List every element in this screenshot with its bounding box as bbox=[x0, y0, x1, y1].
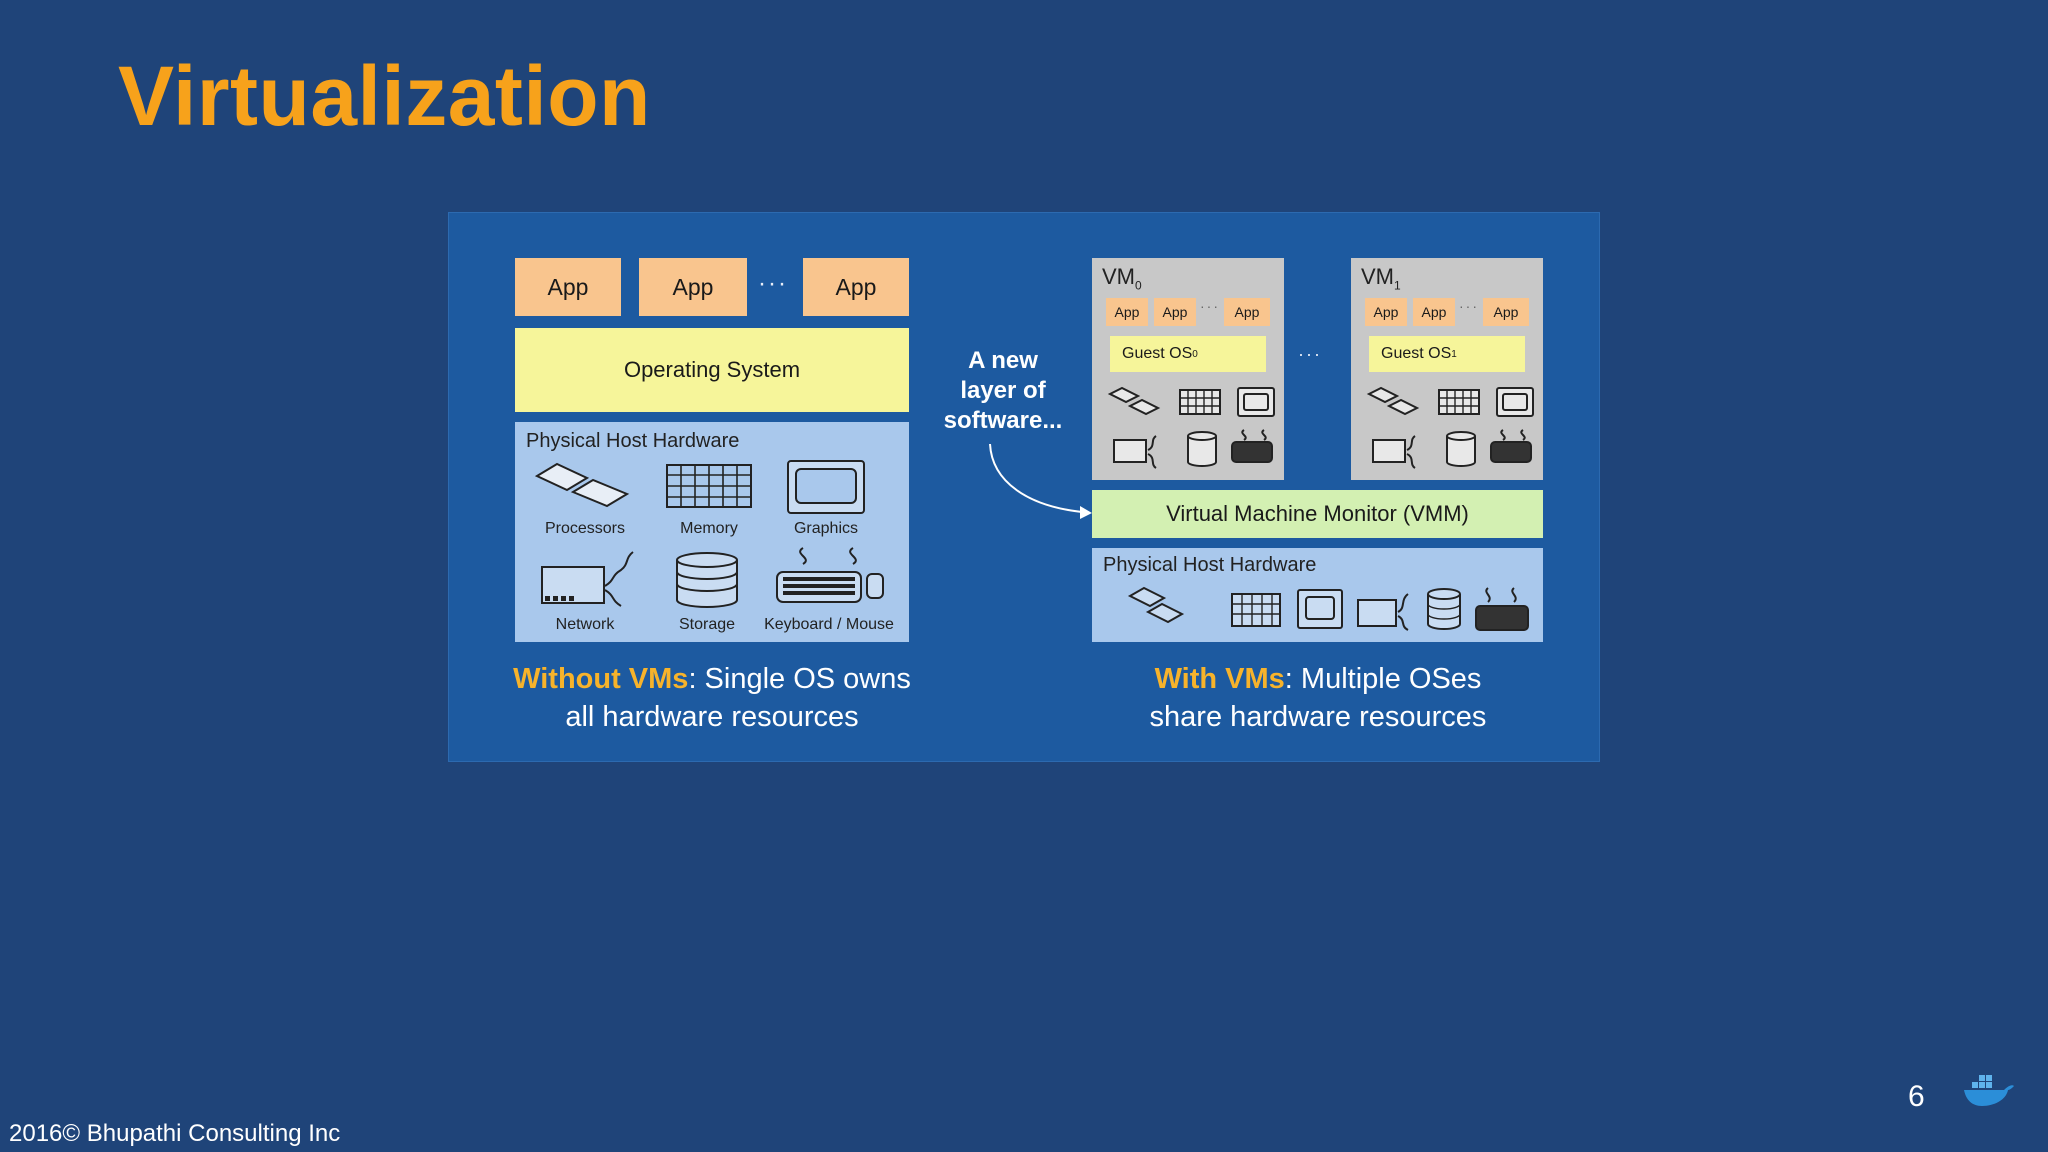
icon-label-keyboard-mouse: Keyboard / Mouse bbox=[764, 616, 894, 633]
graphics-icon bbox=[787, 460, 865, 514]
virtual-hardware-icons bbox=[1107, 386, 1275, 469]
guest-os-subscript: 1 bbox=[1451, 348, 1457, 360]
app-box: App bbox=[1413, 298, 1455, 326]
vmm-box: Virtual Machine Monitor (VMM) bbox=[1092, 490, 1543, 538]
memory-icon bbox=[666, 464, 752, 508]
app-box: App bbox=[1365, 298, 1407, 326]
virtual-hardware-icons bbox=[1366, 386, 1534, 469]
app-box: App bbox=[1154, 298, 1196, 326]
caption-without-vms: Without VMs: Single OS owns all hardware… bbox=[458, 660, 966, 736]
icon-label-network: Network bbox=[555, 616, 615, 633]
hardware-title: Physical Host Hardware bbox=[526, 430, 740, 452]
annotation-line: software... bbox=[943, 407, 1063, 434]
hardware-title: Physical Host Hardware bbox=[1103, 554, 1317, 576]
vm-name: VM bbox=[1102, 264, 1135, 289]
ellipsis: ··· bbox=[1200, 298, 1220, 314]
caption-highlight: With VMs bbox=[1154, 663, 1285, 695]
caption-text: : Multiple OSes bbox=[1284, 663, 1482, 695]
annotation-arrow bbox=[989, 443, 1092, 519]
copyright-text: 2016© Bhupathi Consulting Inc bbox=[9, 1120, 341, 1147]
slide-title: Virtualization bbox=[118, 49, 651, 143]
vm-name: VM bbox=[1361, 264, 1394, 289]
annotation-text: A new layer of software... bbox=[918, 346, 1088, 436]
vm-subscript: 0 bbox=[1135, 278, 1142, 293]
docker-whale-icon bbox=[1964, 1075, 2014, 1106]
icon-label-processors: Processors bbox=[544, 520, 626, 537]
network-icon bbox=[541, 551, 634, 607]
physical-host-hardware-panel: Physical Host Hardware Processors bbox=[515, 422, 909, 642]
vm-title: VM0 bbox=[1102, 264, 1142, 292]
app-box: App bbox=[1106, 298, 1148, 326]
operating-system-box: Operating System bbox=[515, 328, 909, 412]
annotation-line: layer of bbox=[960, 377, 1046, 404]
ellipsis: ··· bbox=[1298, 344, 1322, 364]
app-box: App bbox=[803, 258, 909, 316]
icon-label-memory: Memory bbox=[680, 520, 738, 537]
app-box: App bbox=[515, 258, 621, 316]
app-box: App bbox=[1483, 298, 1529, 326]
ellipsis: ··· bbox=[758, 270, 788, 297]
caption-text: : Single OS owns bbox=[688, 663, 911, 695]
vm-title: VM1 bbox=[1361, 264, 1401, 292]
guest-os-label: Guest OS bbox=[1122, 345, 1193, 362]
caption-with-vms: With VMs: Multiple OSes share hardware r… bbox=[1048, 660, 1588, 736]
guest-os-label: Guest OS bbox=[1381, 345, 1452, 362]
caption-text: share hardware resources bbox=[1149, 701, 1487, 733]
annotation-line: A new bbox=[968, 347, 1038, 374]
storage-icon bbox=[676, 552, 738, 608]
icon-label-storage: Storage bbox=[678, 616, 736, 633]
icon-label-graphics: Graphics bbox=[793, 520, 859, 537]
processors-icon bbox=[534, 462, 630, 508]
caption-text: all hardware resources bbox=[565, 701, 859, 733]
guest-os-subscript: 0 bbox=[1192, 348, 1198, 360]
ellipsis: ··· bbox=[1459, 298, 1479, 314]
virtualization-figure: App App ··· App Operating System Physica… bbox=[448, 212, 1600, 762]
app-box: App bbox=[1224, 298, 1270, 326]
keyboard-mouse-icon bbox=[776, 547, 884, 603]
caption-highlight: Without VMs bbox=[513, 663, 689, 695]
hardware-icons-row bbox=[1127, 586, 1529, 631]
physical-host-hardware-panel: Physical Host Hardware bbox=[1092, 548, 1543, 642]
app-box: App bbox=[639, 258, 747, 316]
page-number: 6 bbox=[1908, 1080, 1925, 1113]
vm-subscript: 1 bbox=[1394, 278, 1401, 293]
